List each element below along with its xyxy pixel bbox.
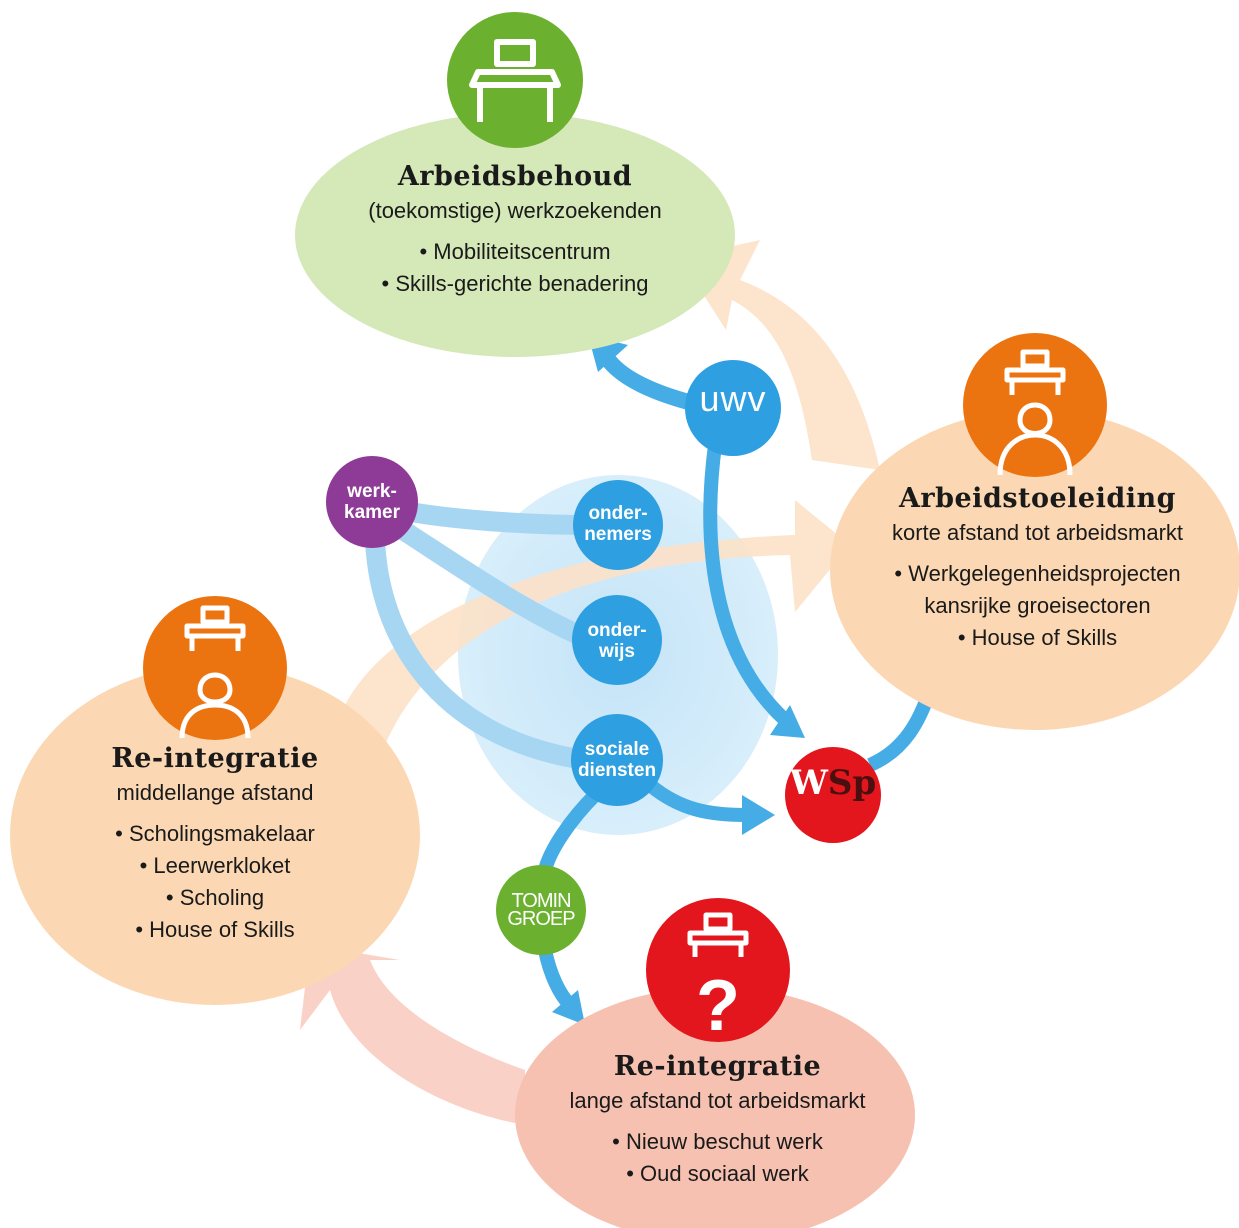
cluster-title: Re-integratie bbox=[613, 1051, 822, 1082]
node-label-line: TOMIN bbox=[511, 890, 571, 912]
node-label-line: onder- bbox=[588, 503, 648, 524]
cluster-items: • Scholingsmakelaar • Leerwerkloket • Sc… bbox=[40, 818, 390, 946]
node-label-line: wijs bbox=[599, 641, 635, 662]
node-label-line: werk- bbox=[347, 481, 397, 502]
arrowhead-uwv-wsp bbox=[770, 705, 805, 738]
cluster-item: • House of Skills bbox=[135, 917, 295, 942]
node-ondernemers: onder- nemers bbox=[573, 503, 663, 545]
cluster-subtitle: (toekomstige) werkzoekenden bbox=[368, 198, 662, 223]
cluster-title: Re-integratie bbox=[111, 743, 319, 774]
cluster-items: • Nieuw beschut werk • Oud sociaal werk bbox=[530, 1126, 905, 1190]
cluster-subtitle: korte afstand tot arbeidsmarkt bbox=[891, 520, 1184, 545]
node-tomin: TOMIN GROEP bbox=[496, 890, 586, 930]
cluster-reintegratie-lang: Re-integratie lange afstand tot arbeidsm… bbox=[530, 1050, 905, 1190]
node-uwv-label: UWV bbox=[699, 378, 767, 419]
desk-icon-circle-midden bbox=[143, 596, 287, 740]
node-wsp-circle bbox=[785, 747, 881, 843]
cluster-arbeidsbehoud: Arbeidsbehoud (toekomstige) werkzoekende… bbox=[315, 160, 715, 300]
node-ondernemers-circle bbox=[573, 480, 663, 570]
arrow-toeleiding-to-behoud bbox=[680, 240, 880, 470]
connector-uwv-wsp bbox=[703, 444, 790, 726]
desk-icon-circle-behoud bbox=[447, 12, 583, 148]
cluster-bg-reintegratie-midden bbox=[10, 665, 420, 1005]
node-label-line: diensten bbox=[577, 760, 657, 781]
cluster-item: • Scholing bbox=[165, 885, 265, 910]
cluster-reintegratie-midden: Re-integratie middellange afstand • Scho… bbox=[40, 742, 390, 946]
cluster-subtitle: lange afstand tot arbeidsmarkt bbox=[569, 1088, 866, 1113]
cluster-title: Arbeidsbehoud bbox=[397, 161, 633, 192]
connector-sociale-wsp bbox=[645, 779, 746, 822]
svg-text:?: ? bbox=[696, 966, 740, 1046]
node-sociale-diensten: sociale diensten bbox=[569, 739, 665, 781]
cluster-item: • Werkgelegenheidsprojecten bbox=[894, 561, 1181, 586]
node-uwv-circle bbox=[685, 360, 781, 456]
cluster-subtitle: middellange afstand bbox=[116, 780, 314, 805]
node-label-line: onder- bbox=[587, 620, 647, 641]
connector-werkkamer-onderwijs bbox=[385, 515, 600, 650]
node-tomin-circle bbox=[496, 865, 586, 955]
desk-icon bbox=[469, 39, 561, 122]
node-label-line: sociale bbox=[584, 739, 650, 760]
node-label-line: GROEP bbox=[507, 908, 575, 930]
arrow-lang-to-midden bbox=[300, 945, 525, 1125]
node-werkkamer-circle bbox=[326, 456, 418, 548]
cluster-item: • House of Skills bbox=[957, 625, 1118, 650]
node-uwv: UWV bbox=[685, 381, 781, 417]
node-werkkamer: werk- kamer bbox=[326, 481, 418, 523]
node-wsp: WSp bbox=[785, 766, 881, 800]
node-wsp-w: W bbox=[789, 763, 828, 803]
node-onderwijs: onder- wijs bbox=[572, 620, 662, 662]
node-label-line: kamer bbox=[344, 502, 400, 523]
cluster-item: • Nieuw beschut werk bbox=[612, 1129, 823, 1154]
node-wsp-sp: Sp bbox=[827, 763, 877, 803]
cluster-arbeidstoeleiding: Arbeidstoeleiding korte afstand tot arbe… bbox=[850, 482, 1225, 654]
cluster-bg-arbeidstoeleiding bbox=[830, 410, 1239, 730]
connector-sociale-tomin bbox=[538, 790, 600, 873]
cluster-item: • Leerwerkloket bbox=[139, 853, 291, 878]
connector-werkkamer-ondernemers bbox=[390, 500, 600, 535]
arrowhead-tomin-lang bbox=[552, 990, 585, 1025]
cluster-item: • Mobiliteitscentrum bbox=[419, 239, 611, 264]
cluster-bg-reintegratie-lang bbox=[515, 987, 915, 1228]
person-at-desk-icon bbox=[179, 605, 251, 739]
person-at-desk-icon bbox=[997, 349, 1073, 476]
cluster-item: • Skills-gerichte benadering bbox=[381, 271, 649, 296]
desk-icon-circle-lang bbox=[646, 898, 790, 1042]
connector-tomin-lang bbox=[538, 948, 576, 1010]
question-mark-icon: ? bbox=[687, 912, 749, 1046]
cluster-items: • Mobiliteitscentrum • Skills-gerichte b… bbox=[315, 236, 715, 300]
cluster-item: • Scholingsmakelaar bbox=[115, 821, 315, 846]
cluster-item: kansrijke groeisectoren bbox=[924, 593, 1151, 618]
arrowhead-sociale-wsp bbox=[742, 795, 775, 835]
node-sociale-circle bbox=[571, 714, 663, 806]
connector-werkkamer-sociale bbox=[365, 530, 595, 770]
arrow-midden-to-toeleiding bbox=[345, 500, 850, 745]
node-onderwijs-circle bbox=[572, 595, 662, 685]
node-label-line: nemers bbox=[584, 524, 652, 545]
cluster-items: • Werkgelegenheidsprojecten kansrijke gr… bbox=[850, 558, 1225, 654]
cluster-title: Arbeidstoeleiding bbox=[898, 483, 1177, 514]
cluster-bg-arbeidsbehoud bbox=[295, 113, 735, 357]
cluster-item: • Oud sociaal werk bbox=[626, 1161, 809, 1186]
